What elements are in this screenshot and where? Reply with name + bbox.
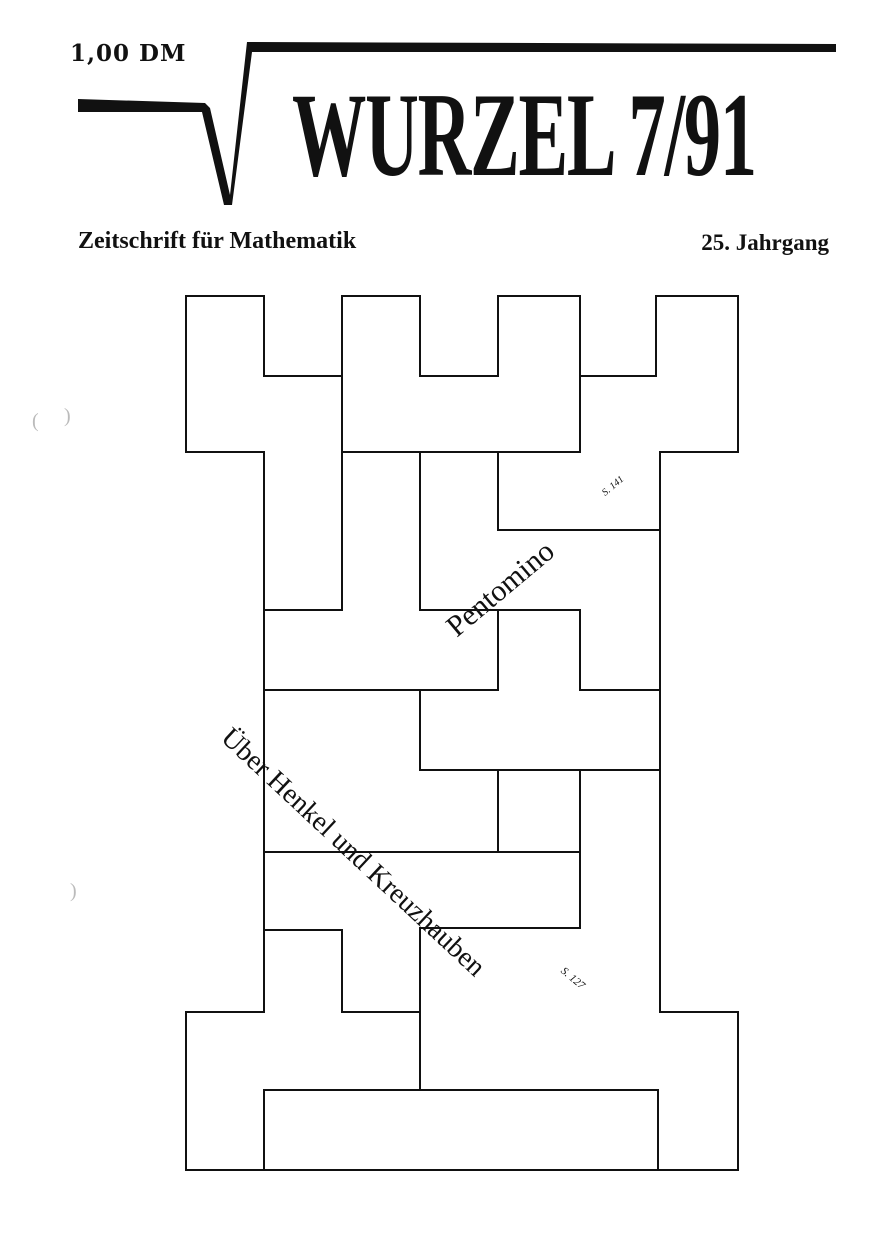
piece-edge xyxy=(263,451,343,611)
tower-outline xyxy=(185,295,739,1171)
price-label: 1,00 DM xyxy=(70,40,187,67)
piece-edge xyxy=(263,851,581,1091)
piece-edge xyxy=(263,609,661,691)
piece-edge xyxy=(419,451,499,611)
piece-edge xyxy=(341,375,581,453)
scan-mark: ) xyxy=(64,405,71,427)
scan-mark: ) xyxy=(70,880,77,902)
scan-mark: ( xyxy=(32,410,39,432)
magazine-subtitle: Zeitschrift für Mathematik xyxy=(78,228,357,254)
base-inner-rect xyxy=(263,1089,659,1171)
volume-label: 25. Jahrgang xyxy=(701,230,829,255)
piece-edge xyxy=(263,929,421,1013)
piece-edge xyxy=(419,689,499,851)
piece-edge xyxy=(497,451,661,531)
